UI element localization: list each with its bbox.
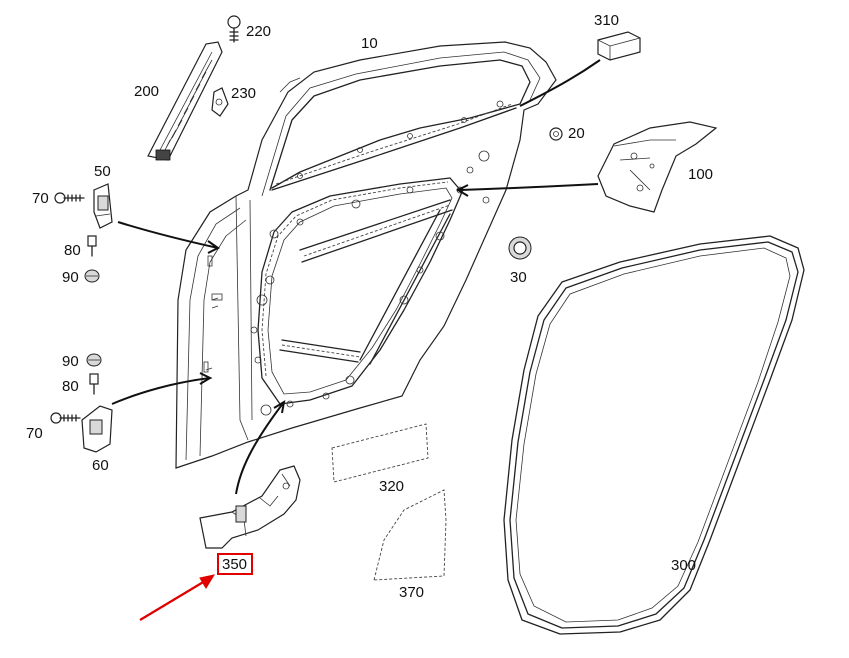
label-90-bottom: 90 [62, 353, 79, 370]
label-60: 60 [92, 457, 109, 474]
label-350: 350 [222, 556, 247, 573]
film-370[interactable] [373, 489, 447, 581]
label-20: 20 [568, 125, 585, 142]
pad-320[interactable] [331, 423, 429, 483]
label-370: 370 [399, 584, 424, 601]
label-70-top: 70 [32, 190, 49, 207]
grommet-30[interactable] [508, 236, 532, 260]
cap-90-bottom[interactable] [86, 353, 102, 367]
label-230: 230 [231, 85, 256, 102]
label-80-bottom: 80 [62, 378, 79, 395]
bolt-70-top[interactable] [54, 192, 85, 204]
highlight-box [217, 553, 253, 575]
label-10: 10 [361, 35, 378, 52]
highlight-arrow [139, 574, 216, 621]
pin-80-bottom[interactable] [89, 373, 99, 395]
nut-20[interactable] [549, 127, 563, 141]
label-200: 200 [134, 83, 159, 100]
label-100: 100 [688, 166, 713, 183]
bracket-100[interactable] [597, 121, 718, 213]
label-70-bottom: 70 [26, 425, 43, 442]
screw-220[interactable] [227, 15, 241, 43]
hinge-upper-50[interactable] [93, 183, 113, 229]
pin-80-top[interactable] [87, 235, 97, 257]
label-220: 220 [246, 23, 271, 40]
label-300: 300 [671, 557, 696, 574]
label-320: 320 [379, 478, 404, 495]
clip-230[interactable] [211, 87, 229, 117]
door-seal[interactable] [503, 235, 805, 635]
pad-310[interactable] [597, 31, 641, 61]
label-90-top: 90 [62, 269, 79, 286]
label-310: 310 [594, 12, 619, 29]
label-80-top: 80 [64, 242, 81, 259]
door-shell[interactable] [175, 41, 557, 469]
label-30: 30 [510, 269, 527, 286]
trim-strip[interactable] [147, 41, 223, 161]
hinge-lower-60[interactable] [81, 405, 113, 453]
cap-90-top[interactable] [84, 269, 100, 283]
label-50: 50 [94, 163, 111, 180]
bracket-350[interactable] [199, 465, 301, 549]
bolt-70-bottom[interactable] [50, 412, 81, 424]
